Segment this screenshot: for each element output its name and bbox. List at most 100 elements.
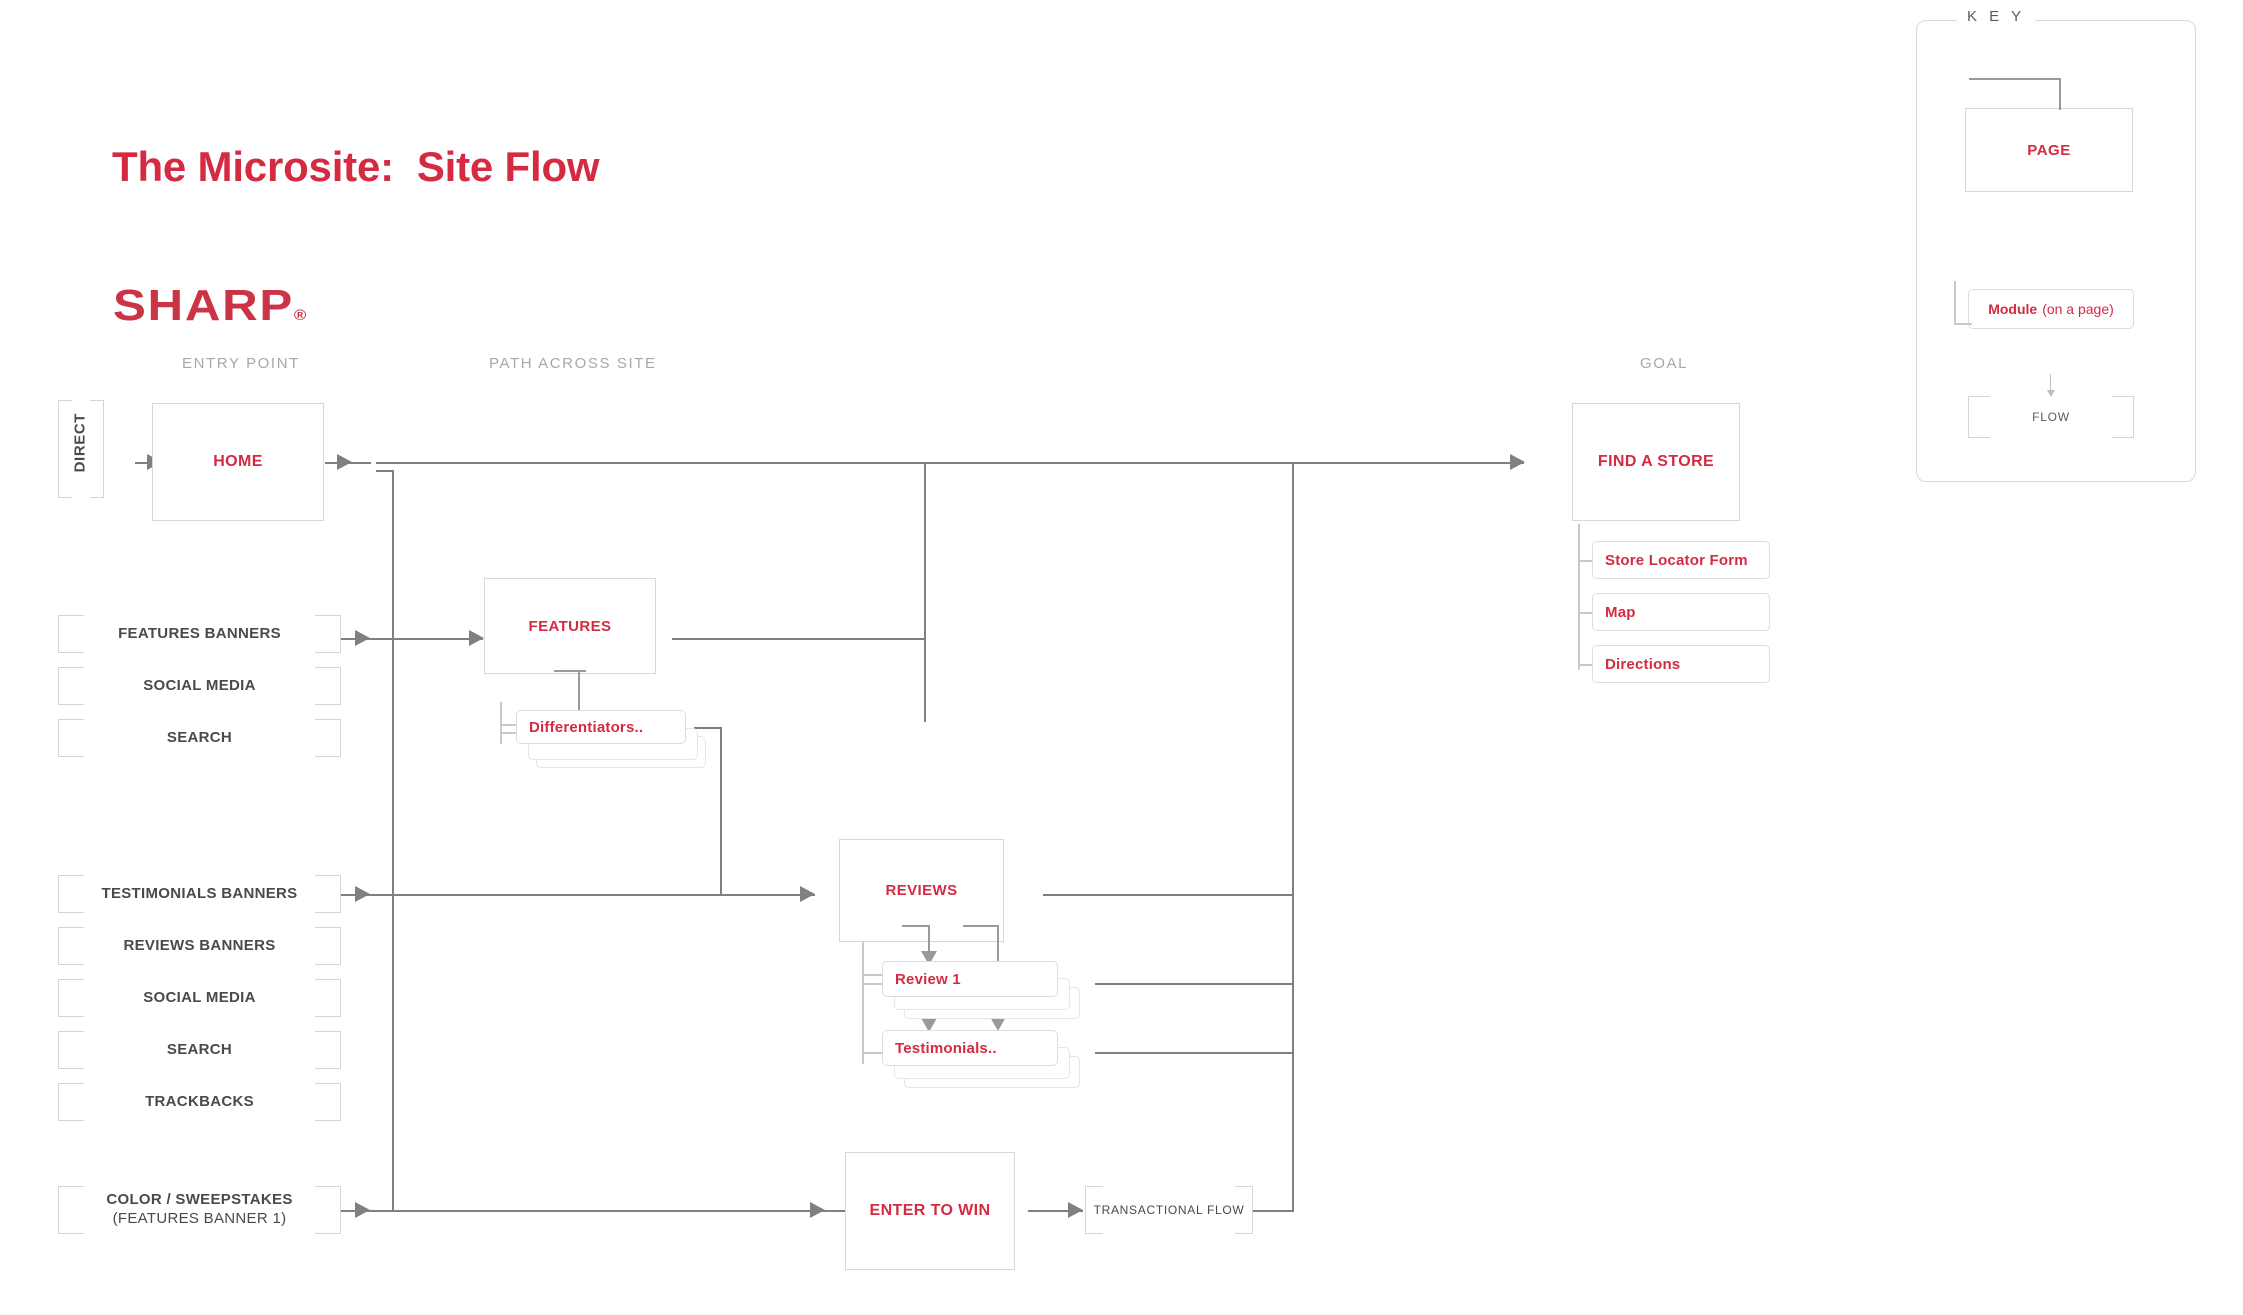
connector-features-to-differentiators-v: [578, 670, 580, 714]
module-store-locator-form[interactable]: Store Locator Form: [1592, 541, 1770, 579]
bracket-left: [58, 719, 84, 757]
entry-point-direct-label: DIRECT: [71, 412, 89, 472]
arrowhead-testimonials-from-review1: [921, 1018, 937, 1032]
bracket-right: [1235, 1186, 1253, 1234]
bracket-left: [58, 927, 84, 965]
connector-trunk-to-features: [393, 638, 483, 640]
bracket-left: [58, 1186, 84, 1234]
bracket-right: [315, 667, 341, 705]
page-reviews[interactable]: REVIEWS: [839, 839, 1004, 942]
page-home[interactable]: HOME: [152, 403, 324, 521]
bracket-right: [315, 1031, 341, 1069]
module-map[interactable]: Map: [1592, 593, 1770, 631]
bracket-left: [58, 667, 84, 705]
bracket-right: [90, 400, 104, 498]
entry-point-search-2[interactable]: SEARCH: [58, 1031, 341, 1069]
sharp-logo-text: SHARP: [113, 281, 294, 330]
entry-point-search-2-label: SEARCH: [166, 1040, 233, 1058]
bracket-left: [58, 979, 84, 1017]
bracket-left: [58, 400, 72, 498]
connector-home-descend-stub: [376, 470, 394, 472]
arrowhead-find-a-store: [1510, 454, 1525, 470]
entry-point-testimonials-banners-label: TESTIMONIALS BANNERS: [101, 884, 298, 902]
page-reviews-label: REVIEWS: [885, 882, 958, 899]
entry-point-direct[interactable]: DIRECT: [58, 400, 104, 498]
entry-point-trackbacks[interactable]: TRACKBACKS: [58, 1083, 341, 1121]
transactional-flow-box[interactable]: TRANSACTIONAL FLOW: [1085, 1186, 1253, 1234]
module-differentiators-label: Differentiators..: [529, 718, 644, 736]
stack-left-tick-testimonials: [862, 1052, 884, 1054]
key-panel: [1916, 20, 2196, 482]
arrowhead-reviews-in: [800, 886, 815, 902]
bracket-right: [315, 615, 341, 653]
entry-point-reviews-banners[interactable]: REVIEWS BANNERS: [58, 927, 341, 965]
page-enter-to-win-label: ENTER TO WIN: [869, 1202, 991, 1219]
stack-left-tick-review-1: [862, 974, 884, 976]
registered-mark-icon: ®: [293, 307, 307, 324]
arrowhead-features-banners: [355, 630, 370, 646]
entry-point-color-sweepstakes[interactable]: COLOR / SWEEPSTAKES (FEATURES BANNER 1): [58, 1186, 341, 1234]
key-page-box: PAGE: [1965, 108, 2133, 192]
arrowhead-enter-to-win-in: [810, 1202, 825, 1218]
connector-features-out: [672, 638, 926, 640]
entry-point-features-banners-label: FEATURES BANNERS: [118, 624, 281, 642]
key-flow-arrowhead-icon: [2047, 390, 2055, 397]
module-review-1[interactable]: Review 1: [882, 961, 1058, 997]
goal-tick-directions: [1578, 664, 1594, 666]
connector-differentiators-vertical: [720, 727, 722, 895]
key-module-rail: [1954, 281, 1956, 325]
module-store-locator-form-label: Store Locator Form: [1605, 551, 1748, 569]
entry-point-testimonials-banners[interactable]: TESTIMONIALS BANNERS: [58, 875, 341, 913]
key-module-label-normal: (on a page): [2042, 301, 2114, 317]
key-module-tick: [1954, 323, 1972, 325]
stack-left-rail-differentiators: [500, 702, 502, 744]
arrowhead-testimonials-direct: [990, 1017, 1006, 1031]
stack-left-rail-reviews: [862, 942, 864, 1064]
bracket-right: [315, 979, 341, 1017]
stack-left-tick-review-2: [862, 983, 884, 985]
entry-point-features-banners[interactable]: FEATURES BANNERS: [58, 615, 341, 653]
connector-features-vertical: [924, 462, 926, 722]
bracket-right: [315, 1083, 341, 1121]
entry-point-color-sweepstakes-text: COLOR / SWEEPSTAKES (FEATURES BANNER 1): [58, 1191, 341, 1229]
bracket-right: [315, 875, 341, 913]
bracket-left: [1968, 396, 1990, 438]
bracket-left: [58, 1083, 84, 1121]
bracket-left: [58, 615, 84, 653]
page-title: The Microsite: Site Flow: [112, 143, 600, 190]
module-directions-label: Directions: [1605, 655, 1681, 673]
arrowhead-features-in: [469, 630, 484, 646]
connector-reviews-to-testimonials-h: [963, 925, 999, 927]
column-header-goal: GOAL: [1640, 355, 1689, 372]
arrowhead-transactional-flow: [1068, 1202, 1083, 1218]
column-header-path-across-site: PATH ACROSS SITE: [489, 355, 657, 372]
entry-point-trackbacks-label: TRACKBACKS: [145, 1092, 254, 1110]
connector-review1-out: [1095, 983, 1294, 985]
bracket-right: [315, 927, 341, 965]
connector-reviews-out: [1043, 894, 1293, 896]
connector-right-vertical-trunk: [1292, 462, 1294, 1212]
module-directions[interactable]: Directions: [1592, 645, 1770, 683]
module-testimonials-label: Testimonials..: [895, 1039, 997, 1057]
module-differentiators[interactable]: Differentiators..: [516, 710, 686, 744]
sharp-logo: SHARP®: [113, 281, 306, 331]
key-page-connector-v: [2059, 78, 2061, 110]
page-features-label: FEATURES: [528, 617, 612, 635]
bracket-right: [315, 1186, 341, 1234]
bracket-right: [2112, 396, 2134, 438]
key-flow-label: FLOW: [2032, 410, 2070, 424]
connector-testimonials-out: [1095, 1052, 1294, 1054]
page-features[interactable]: FEATURES: [484, 578, 656, 674]
module-testimonials[interactable]: Testimonials..: [882, 1030, 1058, 1066]
entry-point-color-sweepstakes-line2: (FEATURES BANNER 1): [112, 1210, 287, 1227]
key-title: K E Y: [1957, 8, 2036, 25]
connector-reviews-to-review1-h: [902, 925, 930, 927]
entry-point-search-1[interactable]: SEARCH: [58, 719, 341, 757]
connector-trunk-to-enter-to-win: [340, 1210, 845, 1212]
entry-point-social-media-1[interactable]: SOCIAL MEDIA: [58, 667, 341, 705]
page-enter-to-win[interactable]: ENTER TO WIN: [845, 1152, 1015, 1270]
entry-point-social-media-2[interactable]: SOCIAL MEDIA: [58, 979, 341, 1017]
page-find-a-store[interactable]: FIND A STORE: [1572, 403, 1740, 521]
connector-differentiators-out: [694, 727, 722, 729]
